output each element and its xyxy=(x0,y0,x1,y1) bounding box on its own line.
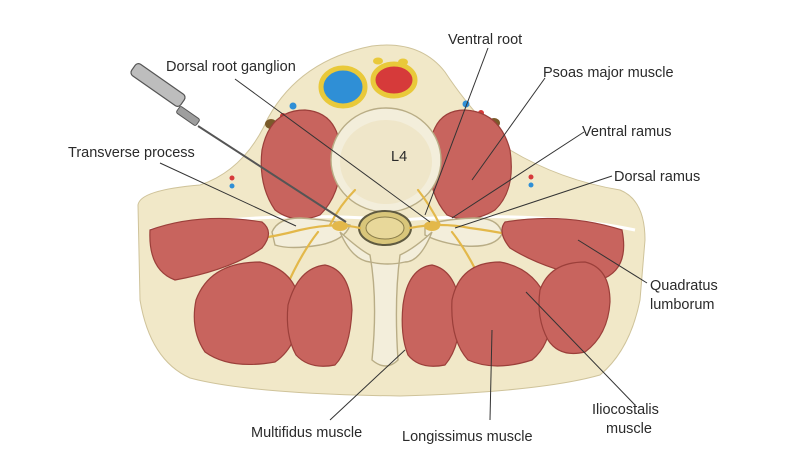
vertebra-label: L4 xyxy=(391,149,407,165)
ventral-ramus-left xyxy=(328,188,357,227)
psoas-left xyxy=(260,109,342,220)
longissimus-left xyxy=(286,264,353,367)
label-iliocostalis-line2: muscle xyxy=(606,421,652,437)
label-psoas-major: Psoas major muscle xyxy=(543,65,674,81)
iliocostalis-left xyxy=(193,261,301,366)
label-quadratus-line1: Quadratus xyxy=(650,278,718,294)
dorsal-root-ganglion-left xyxy=(332,221,348,231)
vessel xyxy=(229,175,235,181)
label-ventral-root: Ventral root xyxy=(448,32,522,48)
label-transverse-process: Transverse process xyxy=(68,145,195,161)
label-longissimus: Longissimus muscle xyxy=(402,429,533,445)
vessel xyxy=(528,182,534,188)
lamina-and-spinous-process xyxy=(339,231,433,367)
cauda-equina xyxy=(365,216,405,240)
lumbar-vein xyxy=(289,102,297,110)
label-dorsal-root-ganglion: Dorsal root ganglion xyxy=(166,59,296,75)
iliocostalis-right xyxy=(538,261,611,355)
psoas-right xyxy=(428,109,512,220)
quadratus-lumborum-left xyxy=(149,217,270,281)
label-dorsal-ramus: Dorsal ramus xyxy=(614,169,700,185)
needle-icon xyxy=(130,63,347,223)
vessel xyxy=(229,183,235,189)
vena-cava xyxy=(318,65,368,109)
label-iliocostalis-line1: Iliocostalis xyxy=(592,402,659,418)
small-vessel xyxy=(373,57,383,65)
leader-lines xyxy=(159,47,648,421)
aorta xyxy=(370,61,418,99)
vessel xyxy=(528,174,534,180)
label-ventral-ramus: Ventral ramus xyxy=(582,124,671,140)
dorsal-root-ganglion-right xyxy=(424,221,440,231)
ventral-ramus-right xyxy=(416,188,442,227)
label-multifidus: Multifidus muscle xyxy=(251,425,362,441)
small-vessel xyxy=(398,58,408,66)
vertebral-body-inner xyxy=(340,120,432,204)
label-quadratus-line2: lumborum xyxy=(650,297,714,313)
